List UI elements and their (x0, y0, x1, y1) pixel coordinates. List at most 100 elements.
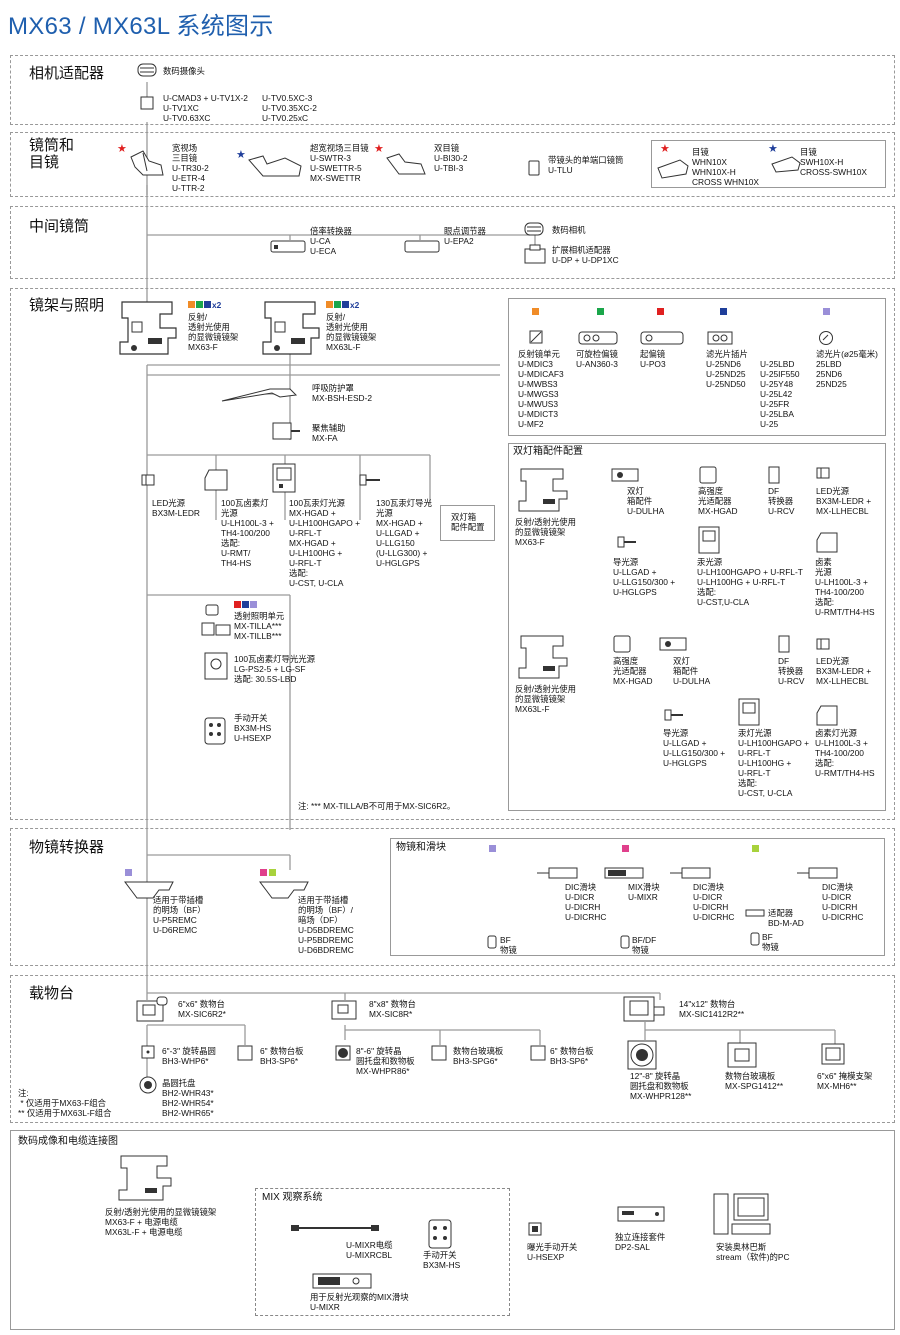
microscope-frame-mx63f-icon (518, 468, 568, 512)
section-camera: 相机适配器 (10, 55, 895, 125)
objective-icon (620, 935, 630, 949)
stand-note: 注: *** MX-TILLA/B不可用于MX-SIC6R2。 (298, 801, 456, 811)
hgad1-label: 高强度 光适配器 MX-HGAD (698, 486, 738, 516)
frame-mx63f-label: 反射/ 透射光使用 的显微镜镜架 MX63-F (188, 312, 239, 352)
microscope-frame-mx63lf-icon (518, 635, 568, 679)
mix-observation-title: MIX 观察系统 (262, 1192, 323, 1203)
eyepiece2-title: 目镜 (800, 147, 817, 157)
standalone-kit-label: 独立连接套件 DP2-SAL (615, 1232, 666, 1252)
red-star-icon: ★ (660, 143, 670, 155)
section-title-stage: 载物台 (29, 985, 75, 1002)
stage-glass-plate-icon (431, 1045, 447, 1061)
filter-slider-icon (707, 331, 733, 345)
lg1-label: 导光源 U-LLGAD + U-LLG150/300 + U-HGLGPS (613, 557, 676, 597)
dic-slider2-label: DIC滑块 U-DICR U-DICRH U-DICRHC (693, 882, 735, 922)
stage-plate-icon (530, 1045, 546, 1061)
bf-nosepiece-icon (124, 881, 174, 899)
red-filter-marker (657, 308, 664, 315)
led-light-icon (816, 638, 830, 650)
purple-filter-marker (250, 601, 257, 608)
eyepiece-icon (657, 159, 689, 179)
superwide-trinocular-tube-icon (248, 155, 302, 177)
section-title-tubes: 镜筒和 目镜 (29, 137, 75, 171)
stage-8x8-icon (331, 1000, 357, 1020)
light-guide-icon (359, 474, 380, 486)
exposure-hand-switch-label: 曝光手动开关 U-HSEXP (527, 1242, 578, 1262)
rcv1-label: DF 转换器 U-RCV (768, 486, 795, 516)
eyepiece-box (651, 140, 886, 188)
mix-slider-reflected-label: 用于反射光观察的MIX滑块 U-MIXR (310, 1292, 409, 1312)
stage-6x6-icon (136, 996, 168, 1022)
whp128-label: 12"-8" 旋转晶 圆托盘和数物板 MX-WHPR128** (630, 1071, 692, 1101)
stage-14x12-icon (623, 996, 665, 1022)
pink-filter-marker (260, 869, 267, 876)
blue-star-icon: ★ (768, 143, 778, 155)
single-port-tube-label: 带镜头的单端口镜筒 U-TLU (548, 155, 624, 175)
eyepiece-icon (771, 156, 801, 173)
dual-lamp-config-title: 双灯箱配件配置 (513, 446, 583, 457)
lime-filter-marker (269, 869, 276, 876)
stage-8x8-label: 8"x8" 数物台 MX-SIC8R* (369, 999, 416, 1019)
dic-slider1-label: DIC滑块 U-DICR U-DICRH U-DICRHC (565, 882, 607, 922)
wide-trinocular-tube-icon (130, 150, 164, 176)
dual-frame-mx63f-label: 反射/透射光使用 的显微镜镜架 MX63-F (515, 517, 576, 547)
led-light-label: LED光源 BX3M-LEDR (152, 498, 200, 518)
hg1-label: 汞光源 U-LH100HGAPO + U-RFL-T U-LH100HG + U… (697, 557, 803, 607)
focus-aid-label: 聚焦辅助 MX-FA (312, 423, 346, 443)
halogen-lamp-icon (816, 532, 838, 553)
polarizer-icon (640, 331, 684, 345)
spg6-label: 数物台玻璃板 BH3-SPG6* (453, 1046, 504, 1066)
mercury-lamp-icon (698, 526, 720, 554)
single-port-tube-icon (528, 160, 540, 176)
mask-holder-icon (821, 1043, 845, 1065)
eyepiece1-title: 目镜 (692, 147, 709, 157)
mirror-unit-icon (529, 330, 543, 344)
hal2-label: 卤素灯光源 U-LH100L-3 + TH4-100/200 选配: U-RMT… (815, 728, 875, 778)
objective-icon (487, 935, 497, 949)
mh6-label: 6"x6" 掩模支架 MX-MH6** (817, 1071, 873, 1091)
red-star-icon: ★ (117, 143, 127, 155)
wafer-holder-label: 晶圆托盘 BH2-WHR43* BH2-WHR54* BH2-WHR65* (162, 1078, 214, 1118)
rotating-wafer-plate-12-icon (627, 1040, 657, 1070)
green-filter-marker (334, 301, 341, 308)
mix-cable-icon (291, 1225, 379, 1231)
mix-slider-label: MIX滑块 U-MIXR (628, 882, 660, 902)
eyepoint-adjuster-label: 眼点调节器 U-EPA2 (444, 226, 486, 246)
red-filter-marker (234, 601, 241, 608)
rotating-wafer-plate-icon (335, 1045, 351, 1061)
high-intensity-adapter-icon (699, 466, 717, 484)
orange-filter-marker (532, 308, 539, 315)
dulha2-label: 双灯 箱配件 U-DULHA (673, 656, 711, 686)
section-tubes: 镜筒和 目镜 (10, 132, 895, 197)
camera-adapter-icon (140, 96, 154, 110)
section-stand: 镜架与照明 (10, 288, 895, 820)
purple-filter-marker (489, 845, 496, 852)
camera-adapters-right: U-TV0.5XC-3 U-TV0.35XC-2 U-TV0.25xC (262, 93, 317, 123)
magnification-changer-label: 倍率转换器 U-CA U-ECA (310, 226, 352, 256)
breath-shield-label: 呼吸防护罩 MX-BSH-ESD-2 (312, 383, 373, 403)
led-light-icon (141, 474, 155, 486)
section-title-nosepiece: 物镜转换器 (29, 839, 105, 856)
light-guide-icon (664, 709, 683, 721)
led1-label: LED光源 BX3M-LEDR + MX-LLHECBL (816, 486, 872, 516)
dual-lamp-button[interactable]: 双灯箱 配件配置 (440, 505, 495, 541)
camera-adapters-left: U-CMAD3 + U-TV1X-2 U-TV1XC U-TV0.63XC (163, 93, 248, 123)
section-title-stand: 镜架与照明 (29, 297, 105, 314)
digital-camera-label: 数码相机 (552, 225, 586, 235)
df-converter-icon (768, 466, 780, 484)
exposure-hand-switch-icon (528, 1222, 542, 1236)
dual-lamp-button-label: 双灯箱 配件配置 (451, 512, 485, 532)
dic-slider-icon (537, 867, 578, 879)
x2-label: x2 (212, 300, 222, 310)
focus-aid-icon (272, 422, 300, 440)
lime-filter-marker (752, 845, 759, 852)
sp6b-label: 6" 数物台板 BH3-SP6* (550, 1046, 594, 1066)
wafer-tray-icon (139, 1076, 157, 1094)
filter-25mm-label: 滤光片(ø25毫米) 25LBD 25ND6 25ND25 (816, 349, 878, 389)
stage-note: 注: * 仅适用于MX63-F组合 ** 仅适用于MX63L-F组合 (18, 1088, 112, 1118)
blue-filter-marker (242, 601, 249, 608)
digital-camera-head-icon (137, 63, 157, 77)
hg2-label: 汞灯光源 U-LH100HGAPO + U-RFL-T U-LH100HG + … (738, 728, 809, 798)
halogen-light-guide-icon (204, 652, 228, 680)
dic-slider-icon (670, 867, 711, 879)
